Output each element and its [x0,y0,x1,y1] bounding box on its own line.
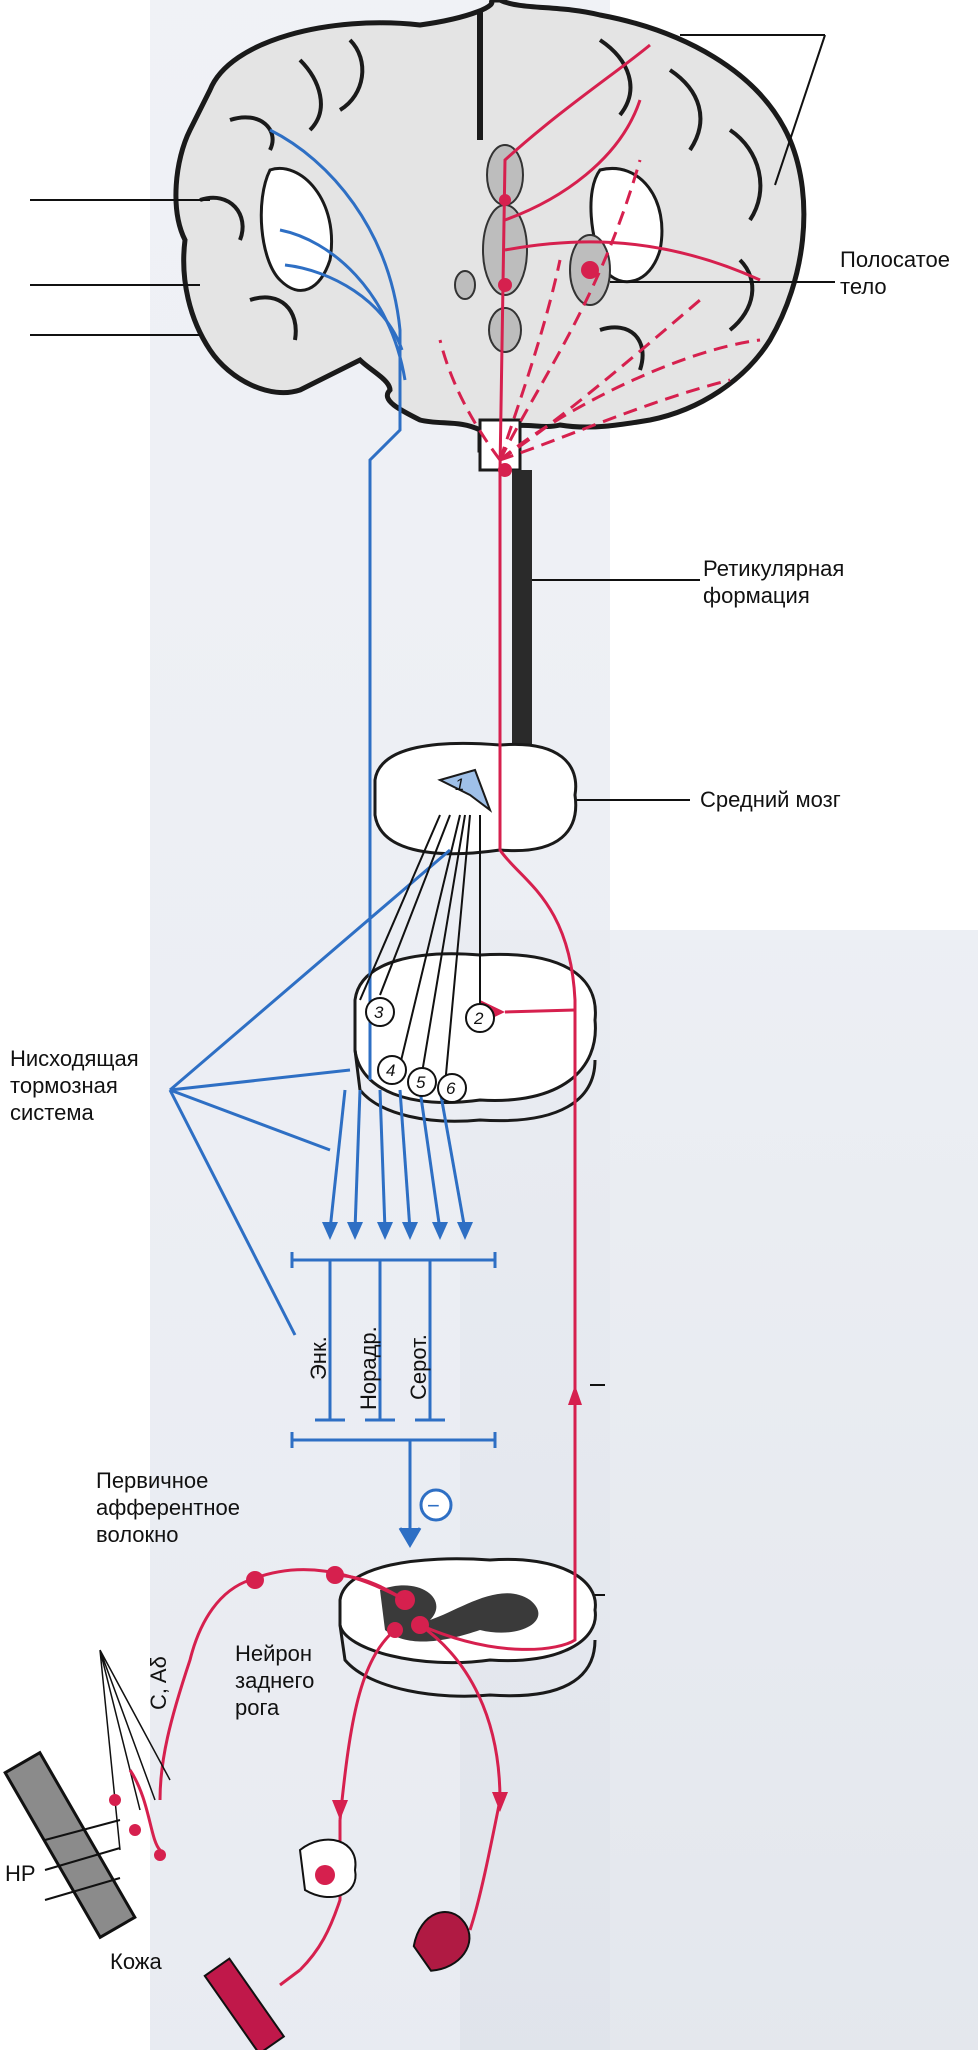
label-serotonin: Серот. [406,1334,431,1400]
thalamus-nucleus-bottom [488,307,522,353]
inhibition-symbol [419,1488,453,1522]
label-midbrain: Средний мозг [700,787,841,812]
skin-block [3,1649,171,1940]
label-skin: Кожа [110,1949,162,1974]
brain-section [173,0,807,472]
nucleus-1-label: 1 [455,775,464,794]
nucleus-4-label: 4 [386,1061,395,1080]
label-dorsal-horn-neuron: Нейрон заднего рога [235,1641,315,1720]
ascending-arrowheads [246,194,599,1820]
nucleus-3-label: 3 [374,1003,384,1022]
descending-arrowheads [322,1222,473,1240]
descending-pathways [168,128,497,1548]
label-noradrenaline: Норадр. [356,1326,381,1410]
ascending-pathways [158,43,761,1972]
label-receptor: НР [5,1861,36,1886]
label-reticular-formation: Ретикулярная формация [703,556,845,608]
nucleus-2-label: 2 [473,1009,484,1028]
label-descending-system: Нисходящая тормозная система [10,1046,139,1125]
nucleus-5-label: 5 [416,1073,426,1092]
effectors [203,1838,471,2050]
label-fiber-types: C, Aδ [146,1656,171,1710]
medulla-slice [353,952,597,1123]
label-striatum: Полосатое тело [840,247,950,299]
inhibition-minus: − [427,1493,440,1518]
midbrain-slice: 1 [373,741,578,856]
label-enkephalin: Энк. [306,1336,331,1380]
nuclei-connections [359,814,481,1086]
label-primary-afferent: Первичное афферентное волокно [96,1468,240,1547]
nucleus-6-label: 6 [446,1079,456,1098]
medulla-nuclei: 3 2 4 5 6 [365,997,495,1103]
